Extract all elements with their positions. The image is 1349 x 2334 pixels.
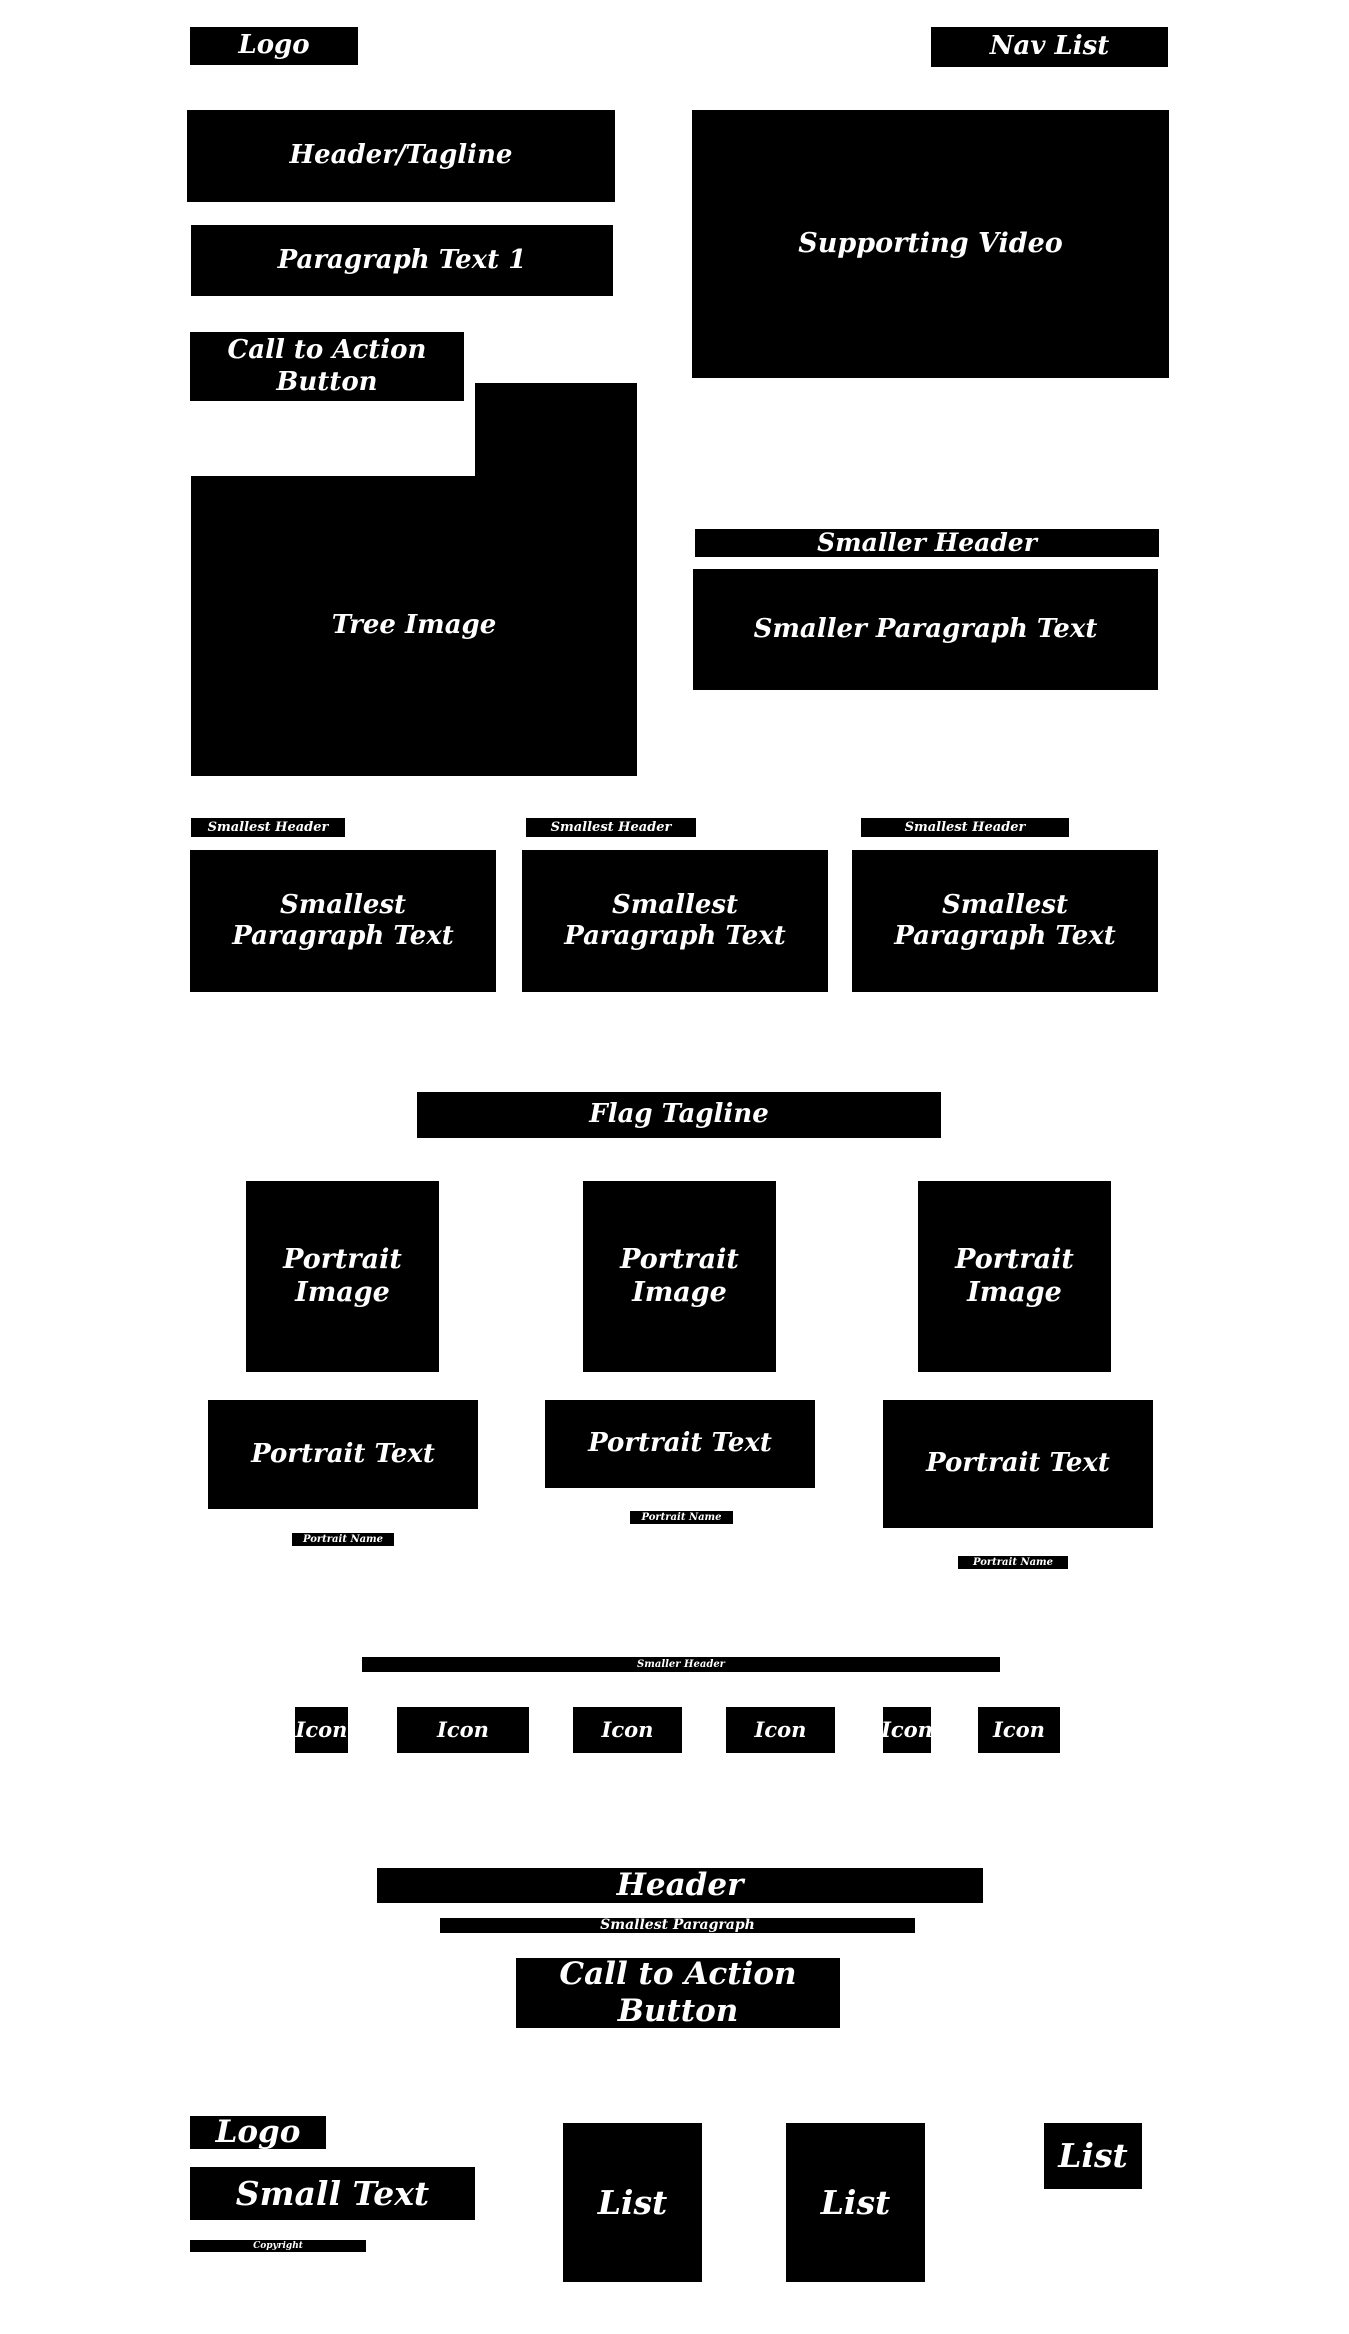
logo[interactable]: Logo [190,27,358,65]
tree-image: Tree Image [191,476,637,776]
supporting-video[interactable]: Supporting Video [692,110,1169,378]
paragraph-text-1: Paragraph Text 1 [191,225,613,296]
cta-section-header: Header [377,1868,983,1903]
column-header: Smallest Header [191,818,345,837]
footer-small-text: Small Text [190,2167,475,2220]
icon[interactable]: Icon [978,1707,1060,1753]
icons-header: Smaller Header [362,1657,1000,1672]
smaller-header: Smaller Header [695,529,1159,557]
cta-button[interactable]: Call to Action Button [190,332,464,401]
portrait-image: Portrait Image [583,1181,776,1372]
portrait-text: Portrait Text [208,1400,478,1509]
footer-copyright: Copyright [190,2240,366,2252]
flag-tagline: Flag Tagline [417,1092,941,1138]
portrait-name: Portrait Name [292,1533,394,1546]
nav-list[interactable]: Nav List [931,27,1168,67]
cta-section-button[interactable]: Call to Action Button [516,1958,840,2028]
portrait-text: Portrait Text [545,1400,815,1488]
portrait-name: Portrait Name [630,1511,733,1524]
column-paragraph: Smallest Paragraph Text [852,850,1158,992]
column-paragraph: Smallest Paragraph Text [190,850,496,992]
footer-list[interactable]: List [1044,2123,1142,2189]
icon[interactable]: Icon [295,1707,348,1753]
header-tagline: Header/Tagline [187,110,615,202]
cta-section-paragraph: Smallest Paragraph [440,1918,915,1933]
column-header: Smallest Header [526,818,696,837]
footer-list[interactable]: List [563,2123,702,2282]
tree-image-tab [475,383,637,478]
portrait-image: Portrait Image [246,1181,439,1372]
icon[interactable]: Icon [883,1707,931,1753]
portrait-name: Portrait Name [958,1556,1068,1569]
icon[interactable]: Icon [726,1707,835,1753]
column-header: Smallest Header [861,818,1069,837]
icon[interactable]: Icon [573,1707,682,1753]
column-paragraph: Smallest Paragraph Text [522,850,828,992]
footer-logo[interactable]: Logo [190,2116,326,2149]
portrait-image: Portrait Image [918,1181,1111,1372]
icon[interactable]: Icon [397,1707,529,1753]
footer-list[interactable]: List [786,2123,925,2282]
portrait-text: Portrait Text [883,1400,1153,1528]
smaller-paragraph: Smaller Paragraph Text [693,569,1158,690]
